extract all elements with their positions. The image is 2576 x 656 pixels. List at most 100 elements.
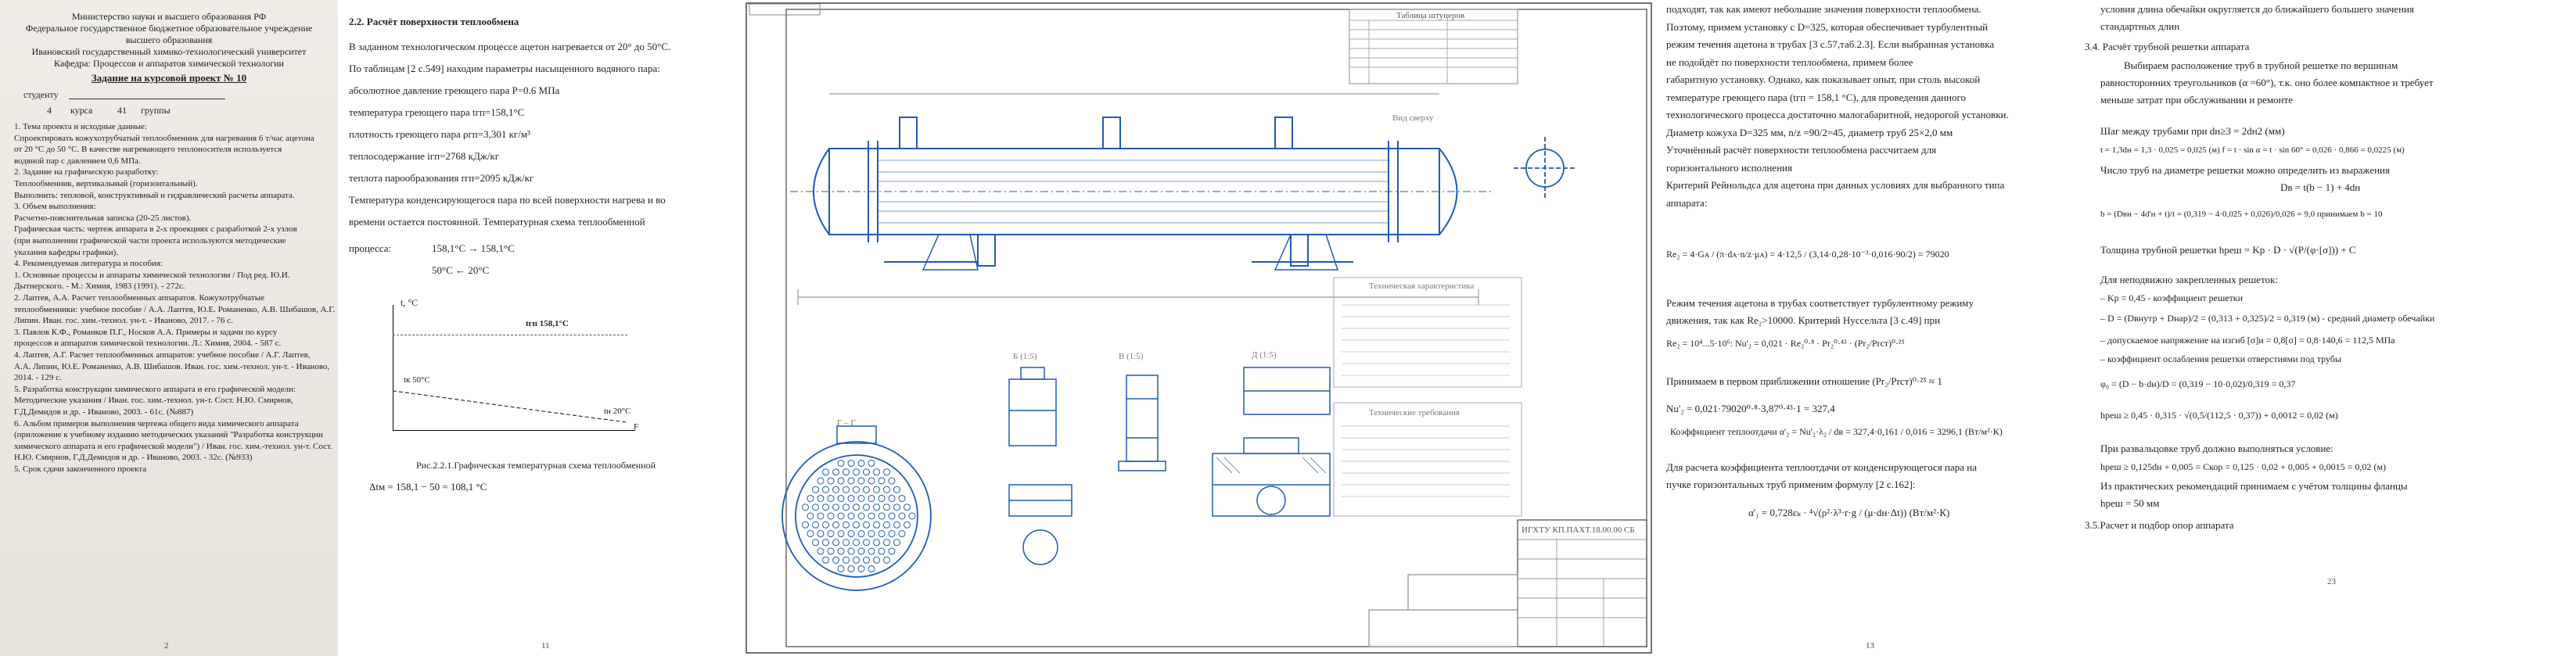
text-line: температура греющего пара tгп=158,1°С [349, 106, 525, 118]
text-line: пучке горизонтальных труб применим форму… [1666, 479, 1916, 490]
x-axis-label: F [634, 422, 639, 432]
text-line: (при выполнении графической части проект… [14, 236, 286, 246]
header-line: Ивановский государственный химико-технол… [31, 46, 307, 57]
scan-background [0, 0, 338, 656]
text-line: подходят, так как имеют небольшие значен… [1666, 3, 1981, 15]
text-line: Дытнерского. - М.: Химия, 1983 (1991). -… [14, 281, 185, 292]
phi-formula: φ₀ = (D − b·dн)/D = (0,319 − 10·0,02)/0,… [2100, 378, 2296, 389]
text-line: Поэтому, примем установку с D=325, котор… [1666, 20, 1989, 33]
header-line: высшего образования [125, 34, 213, 45]
text-line: химического аппарата и его графической м… [14, 441, 332, 451]
cold-curve [393, 390, 628, 423]
bullet: – коэффициент ослабления решетки отверст… [2100, 353, 2341, 364]
text-line: времени остается постоянной. Температурн… [349, 216, 645, 228]
text-line: Н.Ю. Смирнов, Г.Д.Демидов и др. - Иванов… [14, 453, 253, 463]
approx-line: Принимаем в первом приближении отношение… [1666, 375, 1942, 387]
x-axis [393, 430, 635, 431]
page-number: 13 [1866, 641, 1874, 651]
text-line: Липин. Иван. гос. хим.-технол. ун-т. - И… [14, 316, 233, 326]
text-line: (приложение к учебному изданию методичес… [14, 430, 323, 440]
text-line: 2. Задание на графическую разработку: [14, 167, 159, 177]
view-d-label: Д (1:5) [1252, 350, 1277, 360]
reynolds-formula: Re₂ = 4·Gᴀ / (π·dᴀ·n/z·μᴀ) = 4·12,5 / (3… [1666, 249, 1949, 260]
figure-caption: Рис.2.2.1.Графическая температурная схем… [416, 460, 656, 471]
drawing-canvas [745, 2, 1652, 654]
text-line: процессов и аппаратов химической техноло… [14, 339, 282, 349]
h-formula: hреш ≥ 0,45 · 0,315 · √(0,5/(112,5 · 0,3… [2100, 410, 2338, 421]
b-formula: b = (Dвн − 4d'н + t)/t = (0,319 − 4·0,02… [2100, 210, 2383, 219]
assignment-page: Министерство науки и высшего образования… [0, 0, 338, 656]
text-line: В заданном технологическом процессе ацет… [349, 41, 671, 52]
bullet: – D = (Dвнутр + Dнар)/2 = (0,313 + 0,325… [2100, 313, 2435, 324]
student-label: студенту [23, 89, 59, 100]
text-line: 3. Объем выполнения: [14, 202, 96, 212]
text-line: 5. Срок сдачи законченного проекта [14, 464, 147, 474]
scheme-cold: 50°С ← 20°С [432, 264, 490, 276]
section-heading: 2.2. Расчёт поверхности теплообмена [349, 16, 519, 27]
text-line: 1. Тема проекта и исходные данные: [14, 122, 147, 131]
t-n-label: tн 20°С [604, 407, 631, 416]
text-line: движения, так как Re₂>10000. Критерий Ну… [1666, 314, 1941, 326]
text-line: Диаметр кожуха D=325 мм, n/z =90/2=45, д… [1666, 126, 1953, 138]
view-b-label: Б (1:5) [1013, 352, 1037, 361]
nusselt-value: Nu'₂ = 0,021·79020⁰·⁸·3,87⁰·⁴³·1 = 327,4 [1666, 403, 1835, 414]
t-line: t = 1,3dн = 1,3 · 0,025 = 0,025 (м) f = … [2100, 145, 2405, 155]
calc-page-23: условия длина обечайки округляется до бл… [2077, 0, 2576, 656]
hot-line [393, 335, 627, 336]
delta-t: Δtм = 158,1 − 50 = 108,1 °С [369, 481, 487, 493]
text-line: Выполнить: тепловой, конструктивный и ги… [14, 190, 295, 200]
page-number: 2 [164, 641, 169, 651]
text-line: По таблицам [2 с.549] находим параметры … [349, 63, 660, 74]
text-line: аппарата: [1666, 196, 1708, 209]
text-line: стандартных длин [2100, 20, 2180, 32]
practice-value: hреш = 50 мм [2100, 497, 2160, 509]
page-number: 23 [2327, 577, 2336, 586]
text-line: температуре греющего пара (tгп = 158,1 °… [1666, 91, 1967, 103]
temperature-graph: t, °C tгп 158,1°С tк 50°С tн 20°С F [369, 297, 651, 438]
calc-page-11: 2.2. Расчёт поверхности теплообмена В за… [338, 0, 743, 656]
scheme-hot: 158,1°С → 158,1°С [432, 242, 515, 254]
text-line: Уточнённый расчёт поверхности теплообмен… [1666, 144, 1937, 156]
text-line: Для расчета коэффициента теплоотдачи от … [1666, 461, 1977, 473]
condensation-formula: α'₁ = 0,728εₖ · ⁴√(ρ²·λ³·r·g / (μ·dн·Δt)… [1748, 507, 1950, 518]
section-heading: 3.5.Расчет и подбор опор аппарата [2085, 519, 2234, 531]
text-line: 6. Альбом примеров выполнения чертежа об… [14, 418, 299, 428]
count-line: Число труб на диаметре решетки можно опр… [2100, 164, 2390, 176]
stamp-title: ИГХТУ КП.ПАХТ.18.00.00 СБ [1522, 525, 1635, 535]
bullet: – допускаемое напряжение на изгиб [σ]и =… [2100, 335, 2395, 346]
text-line: условия длина обечайки округляется до бл… [2100, 3, 2414, 15]
text-line: плотность греющего пара ρгп=3,301 кг/м³ [349, 128, 530, 140]
text-line: Г.Д.Демидов и др. - Иваново, 2003. - 61с… [14, 407, 194, 417]
text-line: Критерий Рейнольдса для ацетона при данн… [1666, 179, 2005, 191]
text-line: габаритную установку. Однако, как показы… [1666, 73, 1981, 85]
course-value: 4 [47, 105, 52, 116]
text-line: Графическая часть: чертеж аппарата в 2-х… [14, 224, 297, 235]
text-line: 1. Основные процессы и аппараты химическ… [14, 270, 290, 280]
text-line: Расчетно-пояснительная записка (20-25 ли… [14, 213, 192, 223]
text-line: Режим течения ацетона в трубах соответст… [1666, 297, 1974, 309]
practice-line: Из практических рекомендаций принимаем с… [2100, 480, 2408, 492]
text-line: теплота парообразования rгп=2095 кДж/кг [349, 172, 534, 184]
alpha-line: Коэффициент теплоотдачи α'₂ = Nu'₂·λ₂ / … [1670, 426, 2003, 437]
text-line: теплообменники: учебное пособие / А.А. Л… [14, 304, 336, 314]
view-g-label: Г – Г [837, 418, 856, 428]
tech-req-title: Технические требования [1369, 408, 1460, 418]
text-line: Методические указания / Иван. гос. хим.-… [14, 396, 293, 406]
text-line: меньше затрат при обслуживании и ремонте [2100, 94, 2293, 106]
thickness-line: Толщина трубной решетки hреш = Kр · D · … [2100, 244, 2356, 256]
t-gp-label: tгп 158,1°С [526, 319, 569, 328]
text-line: Температура конденсирующегося пара по вс… [349, 194, 666, 206]
roll-label: При развальцовке труб должно выполняться… [2100, 443, 2333, 454]
text-line: не подойдёт по поверхности теплообмена, … [1666, 56, 1913, 68]
view-top-label: Вид сверху [1392, 113, 1434, 123]
text-line: горизонтального исполнения [1666, 161, 1792, 174]
text-line: указания кафедры графики). [14, 247, 119, 257]
t-k-label: tк 50°С [404, 375, 430, 385]
group-value: 41 [117, 105, 127, 116]
page-number: 11 [541, 641, 550, 651]
header-line: Министерство науки и высшего образования… [71, 11, 267, 22]
nusselt-formula: Re₂ = 10⁴...5·10⁶: Nu'₂ = 0,021 · Re₂⁰·⁸… [1666, 338, 1905, 349]
section-heading: 3.4. Расчёт трубной решетки аппарата [2085, 41, 2250, 52]
text-line: А.А. Липин, Ю.Е. Романенко, А.В. Шибашов… [14, 361, 330, 371]
header-line: Кафедра: Процессов и аппаратов химическо… [54, 58, 284, 69]
